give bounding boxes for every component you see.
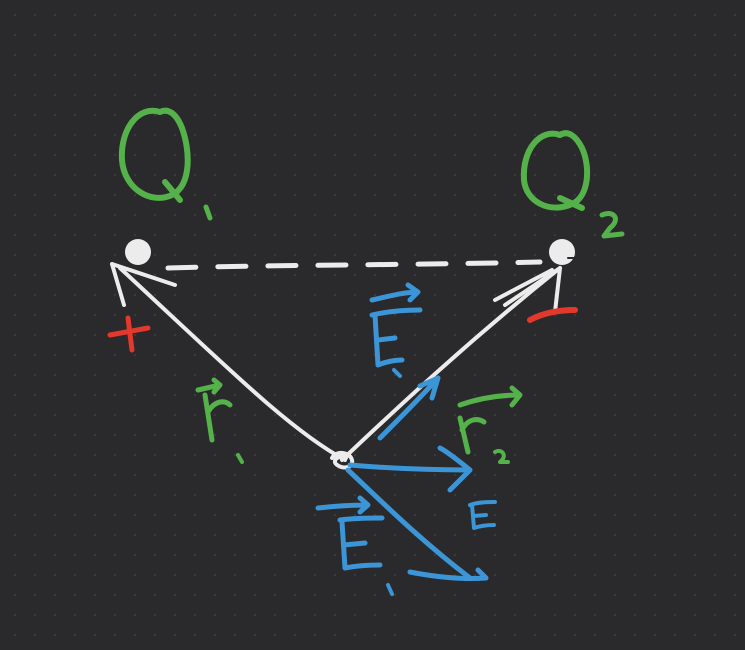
r1-label xyxy=(195,377,244,464)
charge-1-sign xyxy=(107,315,151,353)
separation-line xyxy=(165,259,543,271)
charge-1-dot xyxy=(125,239,151,265)
e1-label xyxy=(315,495,394,596)
e2-field-vector xyxy=(377,375,441,441)
r2-vector-line xyxy=(340,266,562,462)
r1-vector-line xyxy=(110,262,347,462)
charge-2-dot xyxy=(549,239,575,265)
charge-2-sign xyxy=(527,307,578,323)
field-point-p xyxy=(330,451,355,470)
charge-2-label xyxy=(520,130,625,239)
e-label xyxy=(468,500,497,530)
charge-1-label xyxy=(118,107,213,221)
e1-field-vector xyxy=(345,467,489,582)
r2-label xyxy=(457,385,523,464)
net-field-vector xyxy=(347,445,473,493)
e2-label xyxy=(369,282,423,378)
